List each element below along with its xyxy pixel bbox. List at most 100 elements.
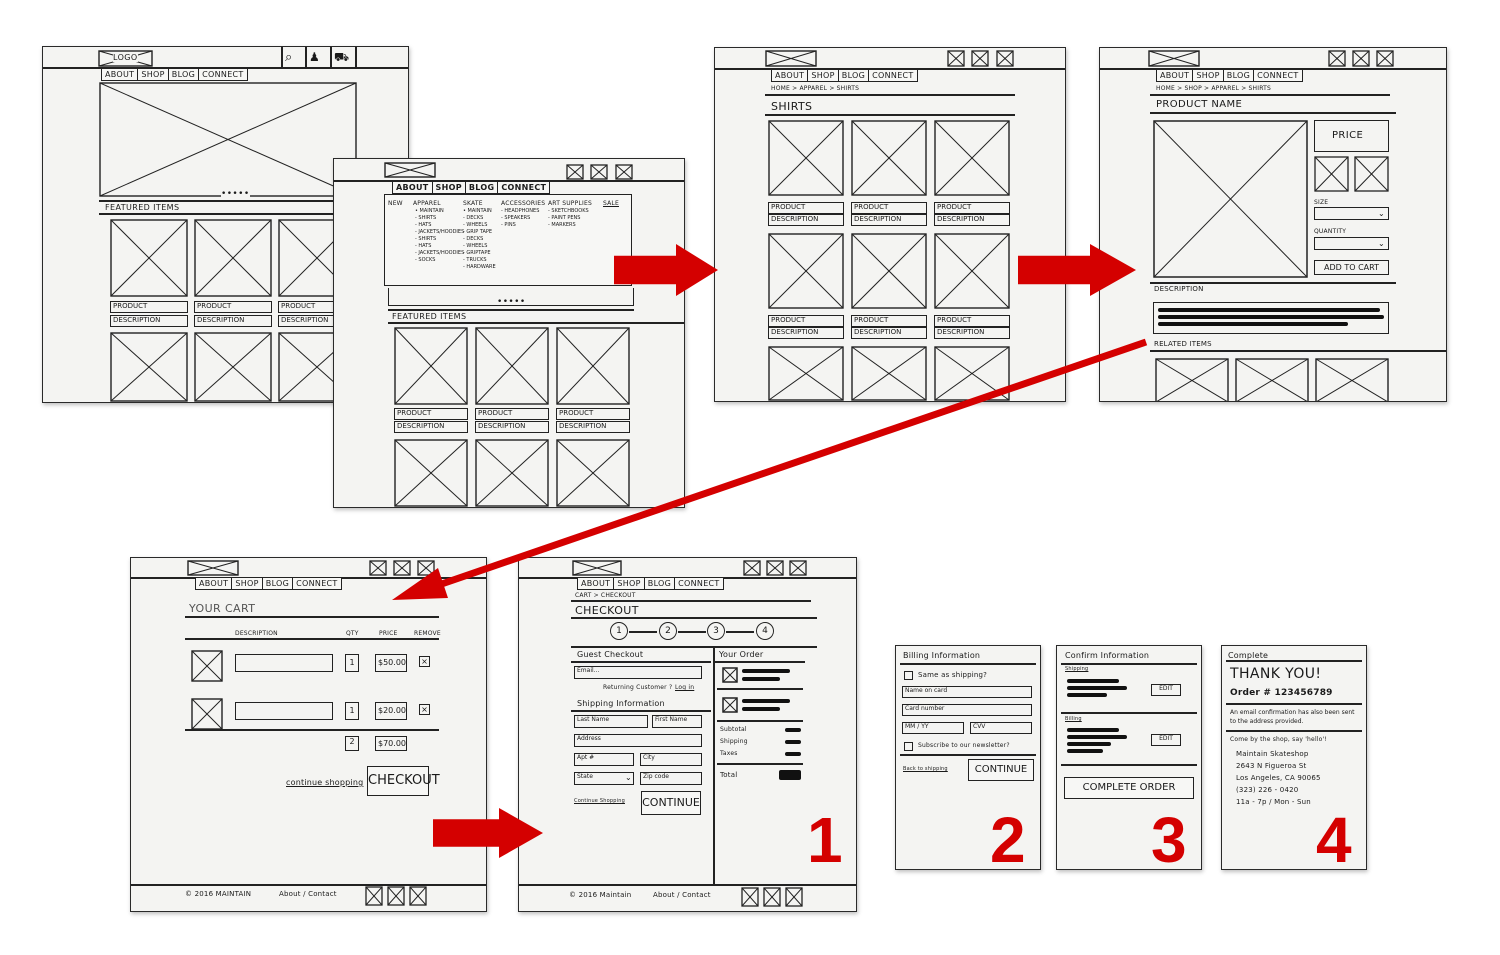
social-icon[interactable] (785, 887, 803, 907)
nav-about[interactable]: ABOUT (392, 181, 433, 194)
apt-field[interactable]: Apt # (574, 753, 634, 766)
icon-placeholder[interactable] (766, 560, 784, 576)
thumbnail[interactable] (1354, 156, 1389, 192)
icon-placeholder[interactable] (1376, 50, 1394, 67)
menu-subitem[interactable]: - DECKS (463, 215, 484, 221)
icon-placeholder[interactable] (417, 560, 435, 576)
product-image[interactable] (556, 327, 630, 405)
product-image[interactable] (394, 327, 468, 405)
city-field[interactable]: City (640, 753, 702, 766)
product-image[interactable] (110, 332, 188, 402)
continue-button[interactable]: CONTINUE (968, 759, 1034, 781)
menu-apparel[interactable]: APPAREL (413, 200, 441, 207)
icon-placeholder[interactable] (1352, 50, 1370, 67)
last-name-field[interactable]: Last Name (574, 715, 648, 728)
edit-billing-button[interactable]: EDIT (1151, 734, 1181, 746)
menu-subitem[interactable]: - TRUCKS (463, 257, 487, 263)
login-link[interactable]: Log in (675, 684, 695, 691)
icon-placeholder[interactable] (615, 164, 633, 180)
menu-subitem[interactable]: - WHEELS (463, 243, 488, 249)
menu-subitem[interactable]: - PAINT PENS (548, 215, 581, 221)
icon-placeholder[interactable] (789, 560, 807, 576)
zip-field[interactable]: Zip code (640, 772, 702, 785)
menu-subitem[interactable]: - SOCKS (415, 257, 436, 263)
social-icon[interactable] (763, 887, 781, 907)
menu-new[interactable]: NEW (388, 200, 403, 207)
menu-subitem[interactable]: - SPEAKERS (501, 215, 531, 221)
product-image[interactable] (194, 332, 272, 402)
thumbnail[interactable] (1314, 156, 1349, 192)
nav-connect[interactable]: CONNECT (1253, 69, 1303, 82)
social-icon[interactable] (409, 886, 427, 906)
product-image[interactable] (934, 233, 1010, 309)
nav-blog[interactable]: BLOG (643, 577, 676, 590)
state-select[interactable]: State (574, 772, 634, 785)
icon-placeholder[interactable] (566, 164, 584, 180)
related-image[interactable] (1155, 358, 1229, 401)
nav-shop[interactable]: SHOP (137, 68, 169, 81)
card-number-field[interactable]: Card number (902, 704, 1032, 716)
product-image[interactable] (475, 327, 549, 405)
menu-subitem[interactable]: - MARKERS (548, 222, 576, 228)
menu-subitem[interactable]: - GRIPTAPE (463, 250, 491, 256)
product-image[interactable] (475, 439, 549, 507)
nav-about[interactable]: ABOUT (1156, 69, 1194, 82)
checkout-button[interactable]: CHECKOUT (367, 766, 440, 796)
menu-skate[interactable]: SKATE (463, 200, 483, 207)
continue-shopping-link[interactable]: continue shopping (286, 778, 364, 787)
cart-icon[interactable]: ⛟ (334, 50, 350, 64)
first-name-field[interactable]: First Name (652, 715, 702, 728)
continue-button[interactable]: CONTINUE (641, 791, 701, 815)
social-icon[interactable] (387, 886, 405, 906)
quantity-select[interactable] (1314, 237, 1389, 250)
cart-item-qty[interactable]: 1 (345, 654, 359, 672)
menu-subitem[interactable]: - HATS (415, 243, 432, 249)
related-image[interactable] (1315, 358, 1389, 401)
menu-subitem[interactable]: - HARDWARE (463, 264, 496, 270)
menu-subitem[interactable]: - SHIRTS (415, 236, 437, 242)
product-image[interactable] (851, 346, 927, 401)
product-image[interactable] (110, 219, 188, 297)
carousel-dots[interactable]: ••••• (497, 297, 526, 307)
icon-placeholder[interactable] (1328, 50, 1346, 67)
cvv-field[interactable]: CVV (970, 722, 1032, 734)
address-field[interactable]: Address (574, 734, 702, 747)
menu-subitem[interactable]: - SKETCHBOOKS (548, 208, 589, 214)
account-icon[interactable]: ♟ (309, 50, 321, 64)
nav-blog[interactable]: BLOG (167, 68, 200, 81)
nav-about[interactable]: ABOUT (195, 577, 233, 590)
menu-subitem[interactable]: - HEADPHONES (501, 208, 540, 214)
complete-order-button[interactable]: COMPLETE ORDER (1064, 777, 1194, 799)
breadcrumb[interactable]: CART > CHECKOUT (575, 592, 636, 599)
icon-placeholder[interactable] (743, 560, 761, 576)
menu-subitem[interactable]: - PINS (501, 222, 516, 228)
back-to-shipping-link[interactable]: Back to shipping (903, 766, 948, 772)
nav-blog[interactable]: BLOG (261, 577, 294, 590)
icon-placeholder[interactable] (996, 50, 1014, 67)
product-image[interactable] (851, 120, 927, 196)
nav-shop[interactable]: SHOP (613, 577, 645, 590)
name-on-card-field[interactable]: Name on card (902, 686, 1032, 698)
product-image[interactable] (768, 120, 844, 196)
add-to-cart-button[interactable]: ADD TO CART (1314, 260, 1389, 275)
icon-placeholder[interactable] (590, 164, 608, 180)
menu-subitem[interactable]: - JACKETS/HOODIES (415, 250, 465, 256)
nav-shop[interactable]: SHOP (1192, 69, 1224, 82)
nav-about[interactable]: ABOUT (577, 577, 615, 590)
menu-sale[interactable]: SALE (603, 200, 619, 207)
menu-subitem[interactable]: - HATS (415, 222, 432, 228)
menu-accessories[interactable]: ACCESSORIES (501, 200, 546, 207)
product-main-image[interactable] (1153, 120, 1308, 278)
product-image[interactable] (934, 346, 1010, 401)
continue-shopping-link[interactable]: Continue Shopping (574, 798, 625, 804)
social-icon[interactable] (741, 887, 759, 907)
nav-connect[interactable]: CONNECT (674, 577, 724, 590)
social-icon[interactable] (365, 886, 383, 906)
menu-subitem[interactable]: - DECKS (463, 236, 484, 242)
menu-subitem[interactable]: - GRIP TAPE (463, 229, 493, 235)
footer-links[interactable]: About / Contact (279, 890, 337, 898)
nav-connect[interactable]: CONNECT (868, 69, 918, 82)
search-icon[interactable]: ⌕ (285, 50, 293, 65)
icon-placeholder[interactable] (369, 560, 387, 576)
nav-shop[interactable]: SHOP (231, 577, 263, 590)
